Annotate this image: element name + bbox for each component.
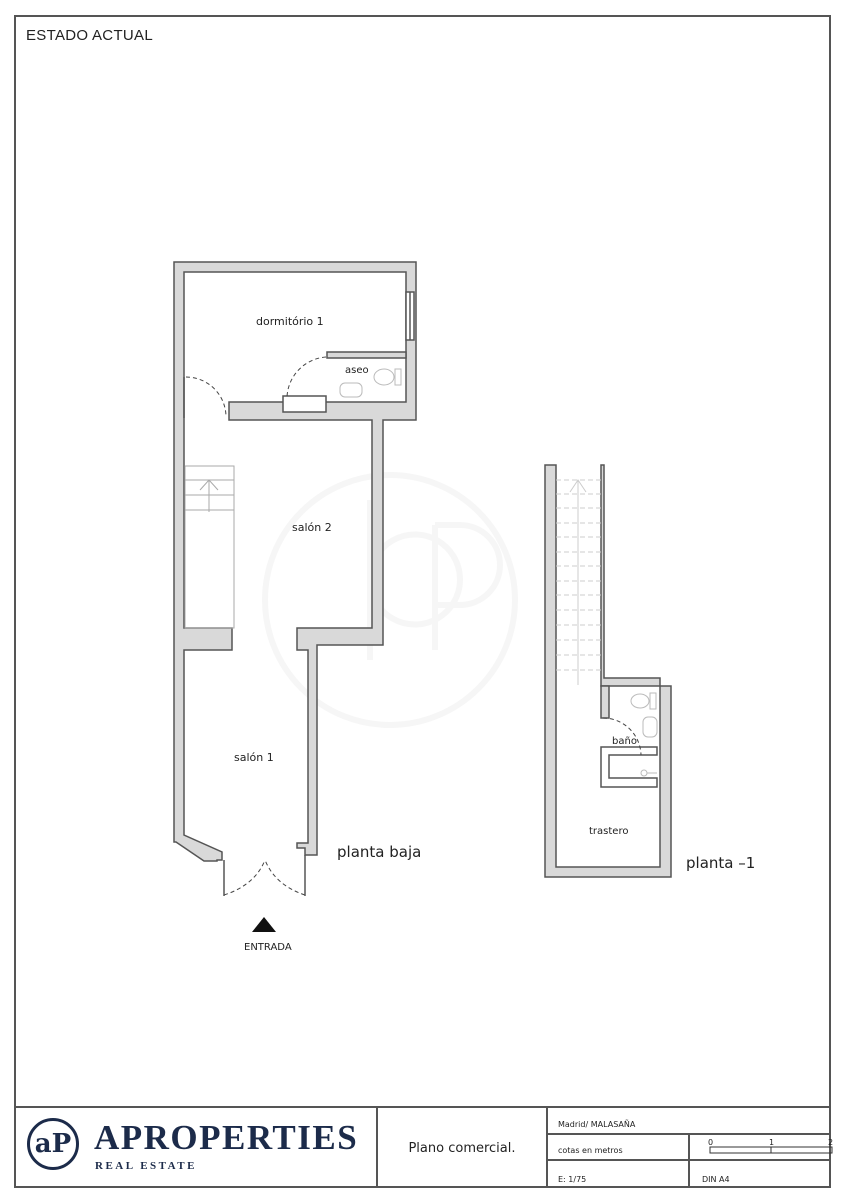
toilet-icon [373, 368, 402, 386]
location-text: Madrid/ MALASAÑA [558, 1120, 636, 1129]
shower-drain-icon [640, 769, 657, 777]
sheet-title: ESTADO ACTUAL [26, 27, 153, 44]
entrance-arrow-icon [252, 917, 276, 932]
door-swing-bano [602, 717, 642, 756]
door-swings [185, 356, 327, 896]
paper-size-text: DIN A4 [702, 1175, 730, 1184]
scale-text: E: 1/75 [558, 1175, 587, 1184]
scale-tick-1: 1 [769, 1138, 774, 1147]
title-block-divider [688, 1135, 690, 1188]
scale-row: E: 1/75 DIN A4 [548, 1161, 831, 1188]
brand-mark-icon: aP [27, 1118, 79, 1170]
floor-label-planta-baja: planta baja [337, 843, 421, 861]
scale-tick-2: 2 [828, 1138, 833, 1147]
location-row: Madrid/ MALASAÑA [548, 1108, 831, 1135]
room-label-bano: baño [612, 736, 637, 747]
brand-name: APROPERTIES [94, 1118, 359, 1157]
room-label-trastero: trastero [589, 826, 628, 837]
scale-bar: 0 1 2 [698, 1135, 838, 1161]
floor-label-planta-1: planta –1 [686, 854, 755, 872]
entrance-label: ENTRADA [244, 942, 292, 953]
brand-subtitle: REAL ESTATE [95, 1160, 197, 1172]
room-label-dormitorio: dormitório 1 [256, 315, 324, 328]
sink-icon [642, 716, 658, 738]
title-block: aP APROPERTIES REAL ESTATE Plano comerci… [14, 1106, 833, 1188]
basement-floor-plan [544, 464, 672, 878]
plan-description: Plano comercial. [378, 1108, 548, 1188]
ground-floor-plan [173, 261, 417, 862]
room-label-salon-1: salón 1 [234, 751, 274, 764]
stairs-ground-floor [184, 465, 235, 629]
scale-tick-0: 0 [708, 1138, 713, 1147]
stairs-direction-arrow-icon [569, 479, 587, 685]
toilet-icon [630, 692, 657, 710]
entrance-door-jambs [183, 377, 306, 896]
drawing-frame [14, 15, 831, 1188]
title-block-info: Madrid/ MALASAÑA cotas en metros 0 1 2 E… [548, 1108, 833, 1188]
watermark-logo-icon [262, 472, 518, 728]
sink-icon [339, 382, 363, 398]
room-label-salon-2: salón 2 [292, 521, 332, 534]
units-text: cotas en metros [558, 1146, 623, 1155]
room-label-aseo: aseo [345, 365, 369, 376]
brand-logo: aP APROPERTIES REAL ESTATE [14, 1108, 378, 1188]
